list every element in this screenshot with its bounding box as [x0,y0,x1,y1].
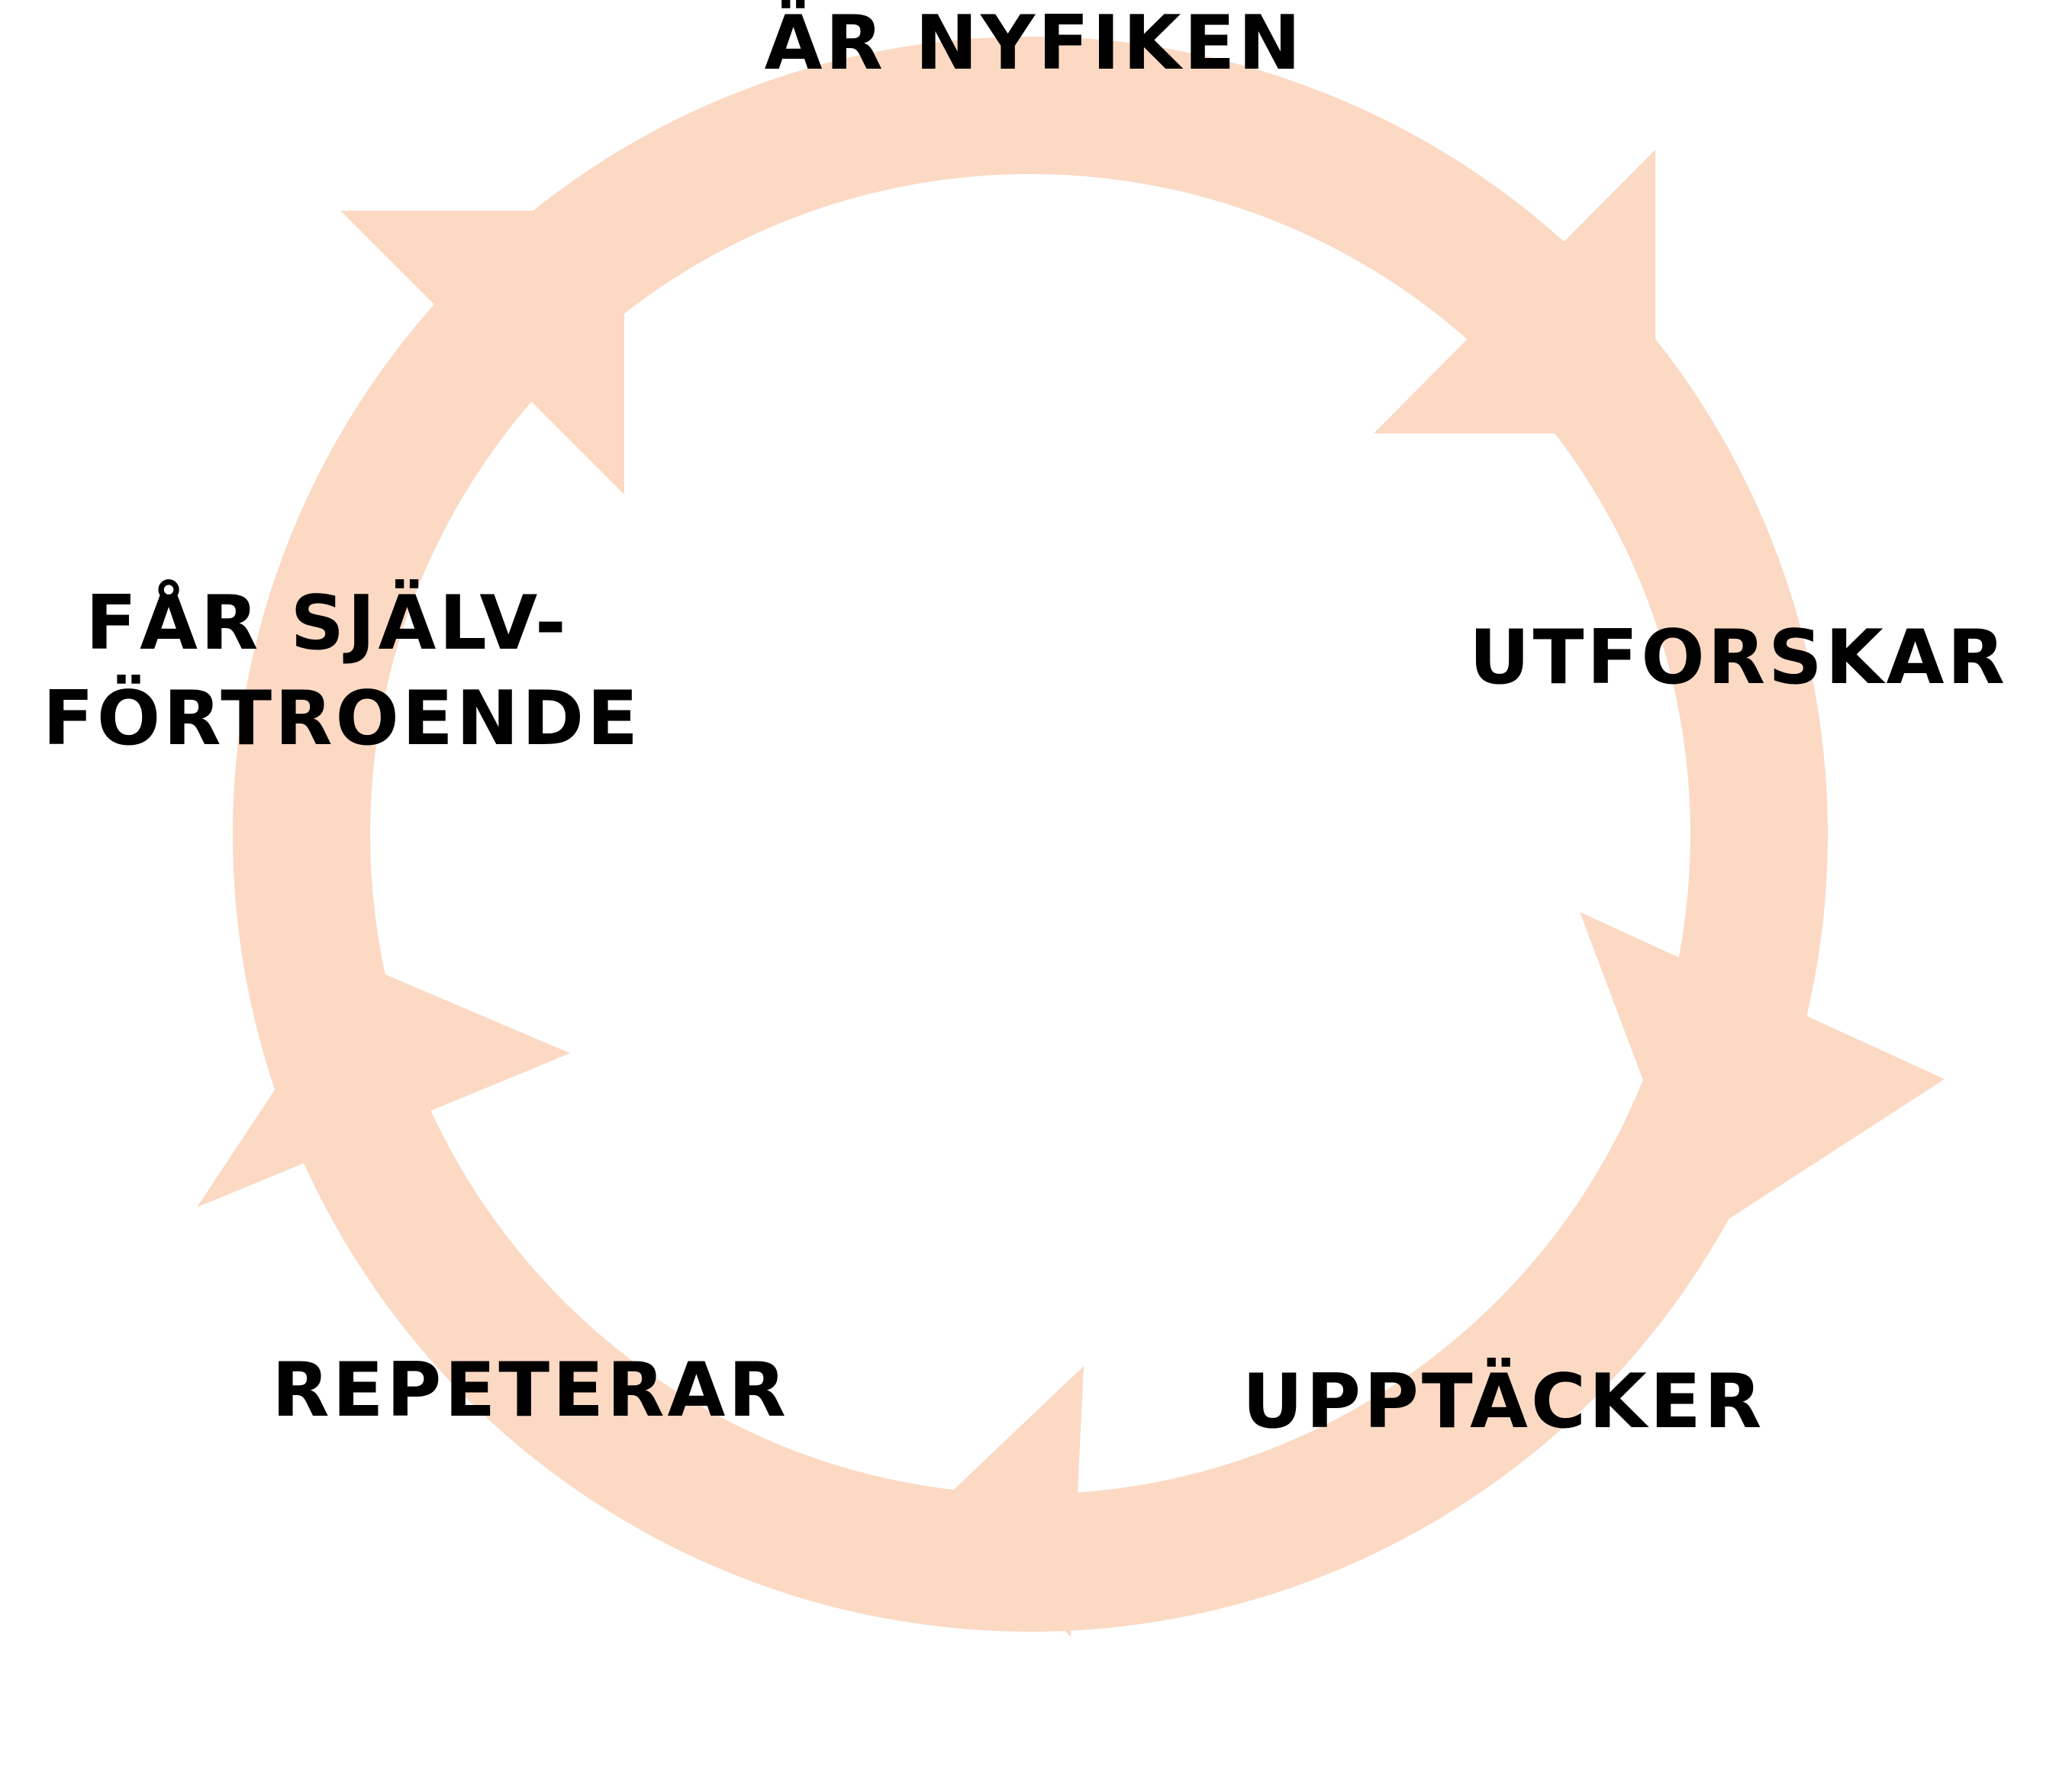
stage-label-sjalvfortroende-line-2: FÖRTROENDE [43,674,641,762]
arrowhead-left-lower [197,963,570,1207]
stage-label-sjalvfortroende: FÅR SJÄLV- FÖRTROENDE [43,579,641,762]
stage-label-nyfiken: ÄR NYFIKEN [765,0,1304,87]
arrowhead-right-upper [1374,150,1655,433]
stage-label-repeterar: REPETERAR [272,1347,789,1434]
stage-label-upptacker: UPPTÄCKER [1242,1358,1765,1445]
arrowhead-left-upper [340,211,624,495]
stage-label-sjalvfortroende-line-1: FÅR SJÄLV- [85,579,569,667]
arrowhead-bottom [943,1366,1084,1637]
arrowhead-right-lower [1580,912,1945,1236]
stage-label-utforskar: UTFORSKAR [1469,614,2008,701]
